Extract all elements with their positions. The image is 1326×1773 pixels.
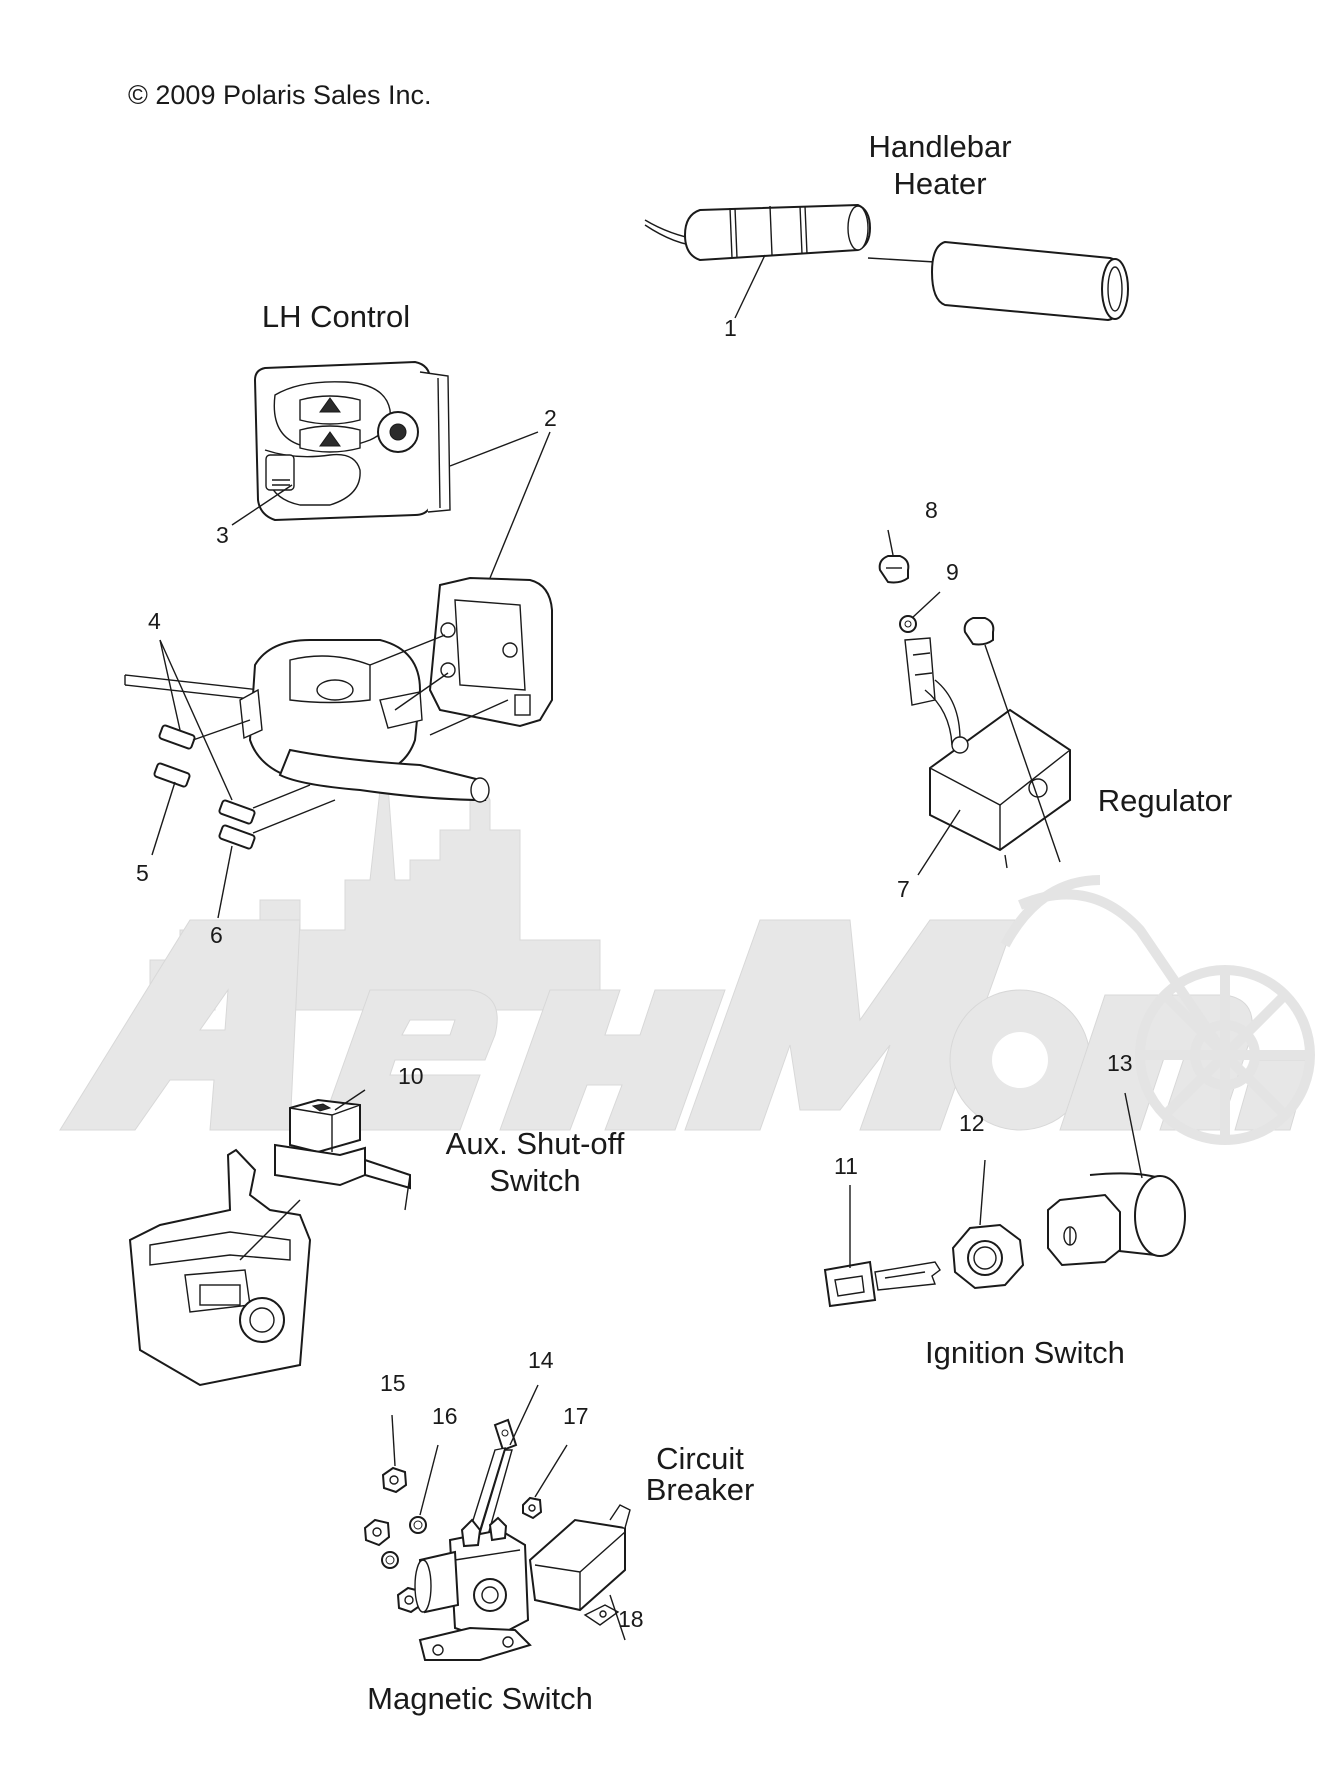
- section-title-aux-shutoff-switch: Aux. Shut-off Switch: [425, 1125, 645, 1199]
- section-title-line: Heater: [893, 166, 987, 202]
- screw-4a: [158, 724, 196, 750]
- ignition-nut: [951, 1159, 1025, 1290]
- watermark-motorcycle: [1000, 875, 1315, 1145]
- section-title-line: Circuit: [656, 1441, 744, 1476]
- callout-8: 8: [925, 497, 938, 523]
- callout-3: 3: [216, 522, 229, 548]
- handlebar-heater-part: [644, 203, 1129, 322]
- section-title-lh-control: LH Control: [261, 299, 411, 334]
- section-title-handlebar-heater: Handlebar Heater: [840, 128, 1040, 202]
- ignition-key: [823, 1185, 941, 1308]
- section-title-ignition-switch: Ignition Switch: [925, 1335, 1125, 1370]
- callout-15: 15: [380, 1370, 406, 1396]
- callout-1: 1: [724, 315, 737, 341]
- callout-10: 10: [398, 1063, 424, 1089]
- callout-16: 16: [432, 1403, 458, 1429]
- watermark-text-shape: [59, 919, 1311, 1131]
- callout-2: 2: [544, 405, 557, 431]
- magnetic-switch-part: [363, 1384, 631, 1661]
- watermark: [59, 744, 1315, 1145]
- callout-11: 11: [834, 1153, 858, 1179]
- callout-5: 5: [136, 860, 149, 886]
- callout-14: 14: [528, 1347, 554, 1373]
- callout-17: 17: [563, 1403, 589, 1429]
- section-title-line: Breaker: [645, 1472, 755, 1507]
- callout-6: 6: [210, 922, 223, 948]
- section-title-line: Aux. Shut-off: [445, 1126, 625, 1161]
- callout-9: 9: [946, 559, 959, 585]
- ignition-switch-body: [1047, 1092, 1186, 1267]
- regulator-part: [878, 529, 1071, 876]
- section-title-regulator: Regulator: [1097, 783, 1233, 818]
- screw-6: [218, 824, 256, 850]
- callout-18: 18: [618, 1606, 644, 1632]
- section-title-circuit-breaker: Circuit Breaker: [630, 1443, 770, 1505]
- aux-shutoff-part: [128, 1089, 411, 1387]
- callout-13: 13: [1107, 1050, 1133, 1076]
- section-title-magnetic-switch: Magnetic Switch: [367, 1681, 593, 1716]
- callout-4: 4: [148, 608, 161, 634]
- section-title-line: Switch: [489, 1163, 581, 1199]
- callout-12: 12: [959, 1110, 985, 1136]
- callout-7: 7: [897, 876, 910, 902]
- lh-housing-lever-part: [124, 576, 553, 919]
- lh-control-part: [231, 360, 551, 579]
- screw-5: [153, 762, 191, 788]
- ignition-switch-part: [823, 1092, 1186, 1308]
- copyright-notice: © 2009 Polaris Sales Inc.: [128, 80, 432, 110]
- section-title-line: Handlebar: [868, 129, 1012, 164]
- screw-4b: [218, 799, 256, 825]
